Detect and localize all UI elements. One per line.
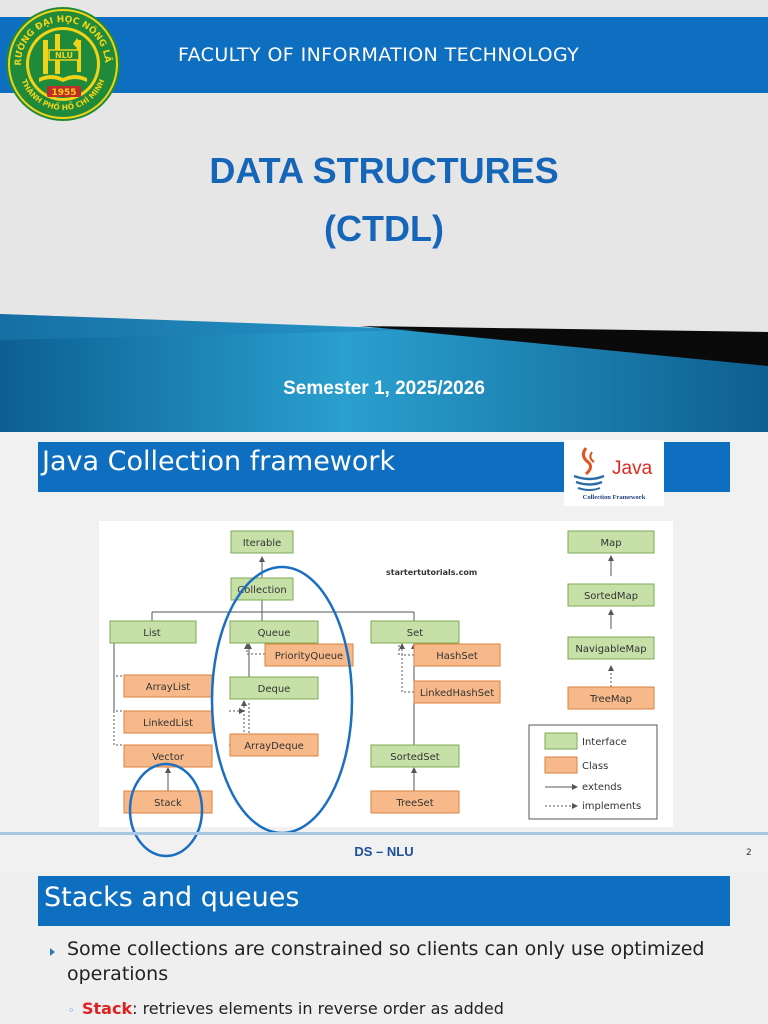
node-linkedhashset-label: LinkedHashSet <box>420 688 494 699</box>
slide-footer: DS – NLU <box>354 844 414 859</box>
node-set <box>370 620 460 644</box>
title-slide: FACULTY OF INFORMATION TECHNOLOGY TRƯỜNG… <box>0 0 768 432</box>
node-navigablemap-label: NavigableMap <box>575 644 646 655</box>
node-treemap-label: TreeMap <box>589 694 632 705</box>
node-sortedmap <box>567 583 655 607</box>
slide-title: Java Collection framework <box>42 446 396 477</box>
node-priorityqueue-label: PriorityQueue <box>275 651 343 662</box>
legend-extends: extends <box>582 782 622 793</box>
highlight-annotations <box>128 565 354 858</box>
node-arraydeque-label: ArrayDeque <box>244 741 304 752</box>
diagram-watermark: startertutorials.com <box>386 568 477 577</box>
legend-class: Class <box>582 761 608 772</box>
node-iterable <box>230 530 294 554</box>
node-arraydeque <box>229 733 319 757</box>
legend-interface: Interface <box>582 737 627 748</box>
node-map-label: Map <box>600 538 621 549</box>
slide-title: Stacks and queues <box>44 882 300 913</box>
node-deque <box>229 676 319 700</box>
node-treeset <box>370 790 460 814</box>
logo-center-text: NLU <box>55 51 73 60</box>
node-stack <box>123 790 213 814</box>
java-logo: Java Collection Framework <box>564 440 664 506</box>
queue-highlight-ellipse <box>210 565 354 835</box>
stack-highlight-ellipse <box>128 762 204 858</box>
node-sortedmap-label: SortedMap <box>584 591 638 602</box>
node-deque-label: Deque <box>258 684 291 695</box>
node-collection-label: Collection <box>237 585 286 596</box>
node-hashset <box>413 643 501 667</box>
node-stack-label: Stack <box>154 798 182 809</box>
faculty-header-bar <box>0 17 768 93</box>
course-title: DATA STRUCTURES <box>209 150 559 191</box>
legend-implements: implements <box>582 801 641 812</box>
diagram-legend: Interface Class extends implements <box>528 724 658 820</box>
java-logo-caption: Collection Framework <box>583 494 646 501</box>
node-list-label: List <box>143 628 161 639</box>
faculty-header-text: FACULTY OF INFORMATION TECHNOLOGY <box>178 44 580 66</box>
node-sortedset <box>370 744 460 768</box>
node-sortedset-label: SortedSet <box>390 752 439 763</box>
stacks-queues-slide: Stacks and queues Some collections are c… <box>0 872 768 1024</box>
node-arraylist-label: ArrayList <box>146 682 190 693</box>
node-linkedlist-label: LinkedList <box>143 718 193 729</box>
footer-rule <box>0 832 768 835</box>
sub-bullet: Stack: retrieves elements in reverse ord… <box>82 999 504 1018</box>
node-queue <box>229 620 319 644</box>
node-iterable-label: Iterable <box>243 538 282 549</box>
decorative-swoosh-band <box>0 314 768 432</box>
sub-bullet-text: : retrieves elements in reverse order as… <box>132 999 504 1018</box>
node-list <box>109 620 197 644</box>
node-map <box>567 530 655 554</box>
node-priorityqueue <box>264 643 354 667</box>
node-hashset-label: HashSet <box>436 651 478 662</box>
node-treemap <box>567 686 655 710</box>
bullet-arrow-icon <box>50 948 55 956</box>
node-set-label: Set <box>407 628 424 639</box>
node-vector-label: Vector <box>152 752 185 763</box>
java-logo-word: Java <box>612 458 653 479</box>
collection-framework-slide: Java Collection framework Java Collectio… <box>0 432 768 872</box>
slide-title-bar <box>38 876 730 926</box>
logo-year: 1955 <box>51 88 76 98</box>
node-navigablemap <box>567 636 655 660</box>
node-linkedhashset <box>413 680 501 704</box>
course-code: (CTDL) <box>324 208 444 249</box>
sub-bullet-circle-icon: ◦ <box>68 1004 75 1017</box>
semester-label: Semester 1, 2025/2026 <box>283 378 485 399</box>
sub-bullet-term: Stack <box>82 999 133 1018</box>
collection-hierarchy-diagram: startertutorials.com <box>99 521 673 827</box>
university-logo: TRƯỜNG ĐẠI HỌC NÔNG LÂM THÀNH PHỐ HỒ CHÍ… <box>3 4 120 121</box>
bullet-text: Some collections are constrained so clie… <box>67 938 705 985</box>
page-number: 2 <box>746 848 752 858</box>
node-queue-label: Queue <box>258 628 291 639</box>
node-vector <box>123 744 213 768</box>
node-treeset-label: TreeSet <box>395 798 433 809</box>
